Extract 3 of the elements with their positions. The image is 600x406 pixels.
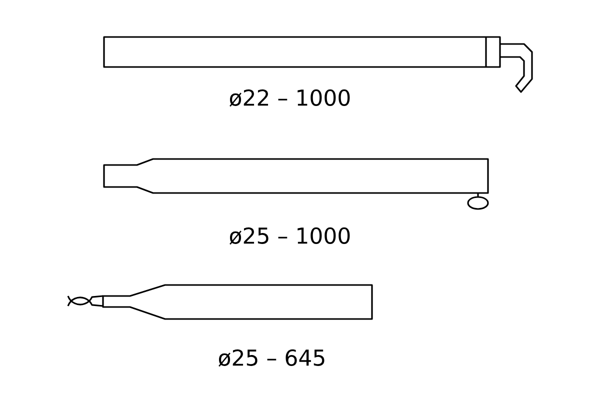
dimension-label: ø22 – 1000	[230, 89, 350, 107]
dimension-label: ø25 – 1000	[230, 227, 350, 245]
dimension-label: ø25 – 645	[218, 349, 324, 367]
